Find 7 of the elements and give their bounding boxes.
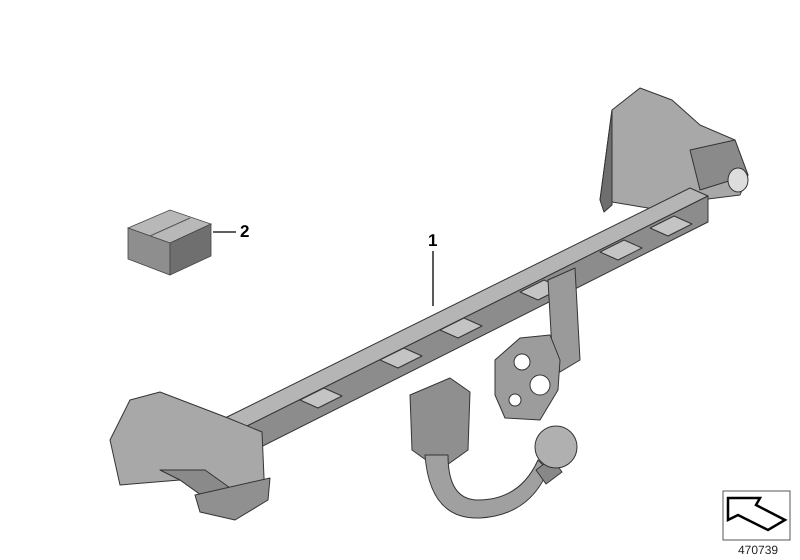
leader-line bbox=[432, 251, 434, 306]
callout-number: 1 bbox=[428, 232, 438, 250]
callout-number: 2 bbox=[240, 223, 250, 241]
tow-hitch-drawing bbox=[110, 88, 748, 520]
leader-line bbox=[213, 231, 236, 233]
box-drawing bbox=[126, 210, 212, 276]
diagram-number: 470739 bbox=[738, 543, 778, 557]
